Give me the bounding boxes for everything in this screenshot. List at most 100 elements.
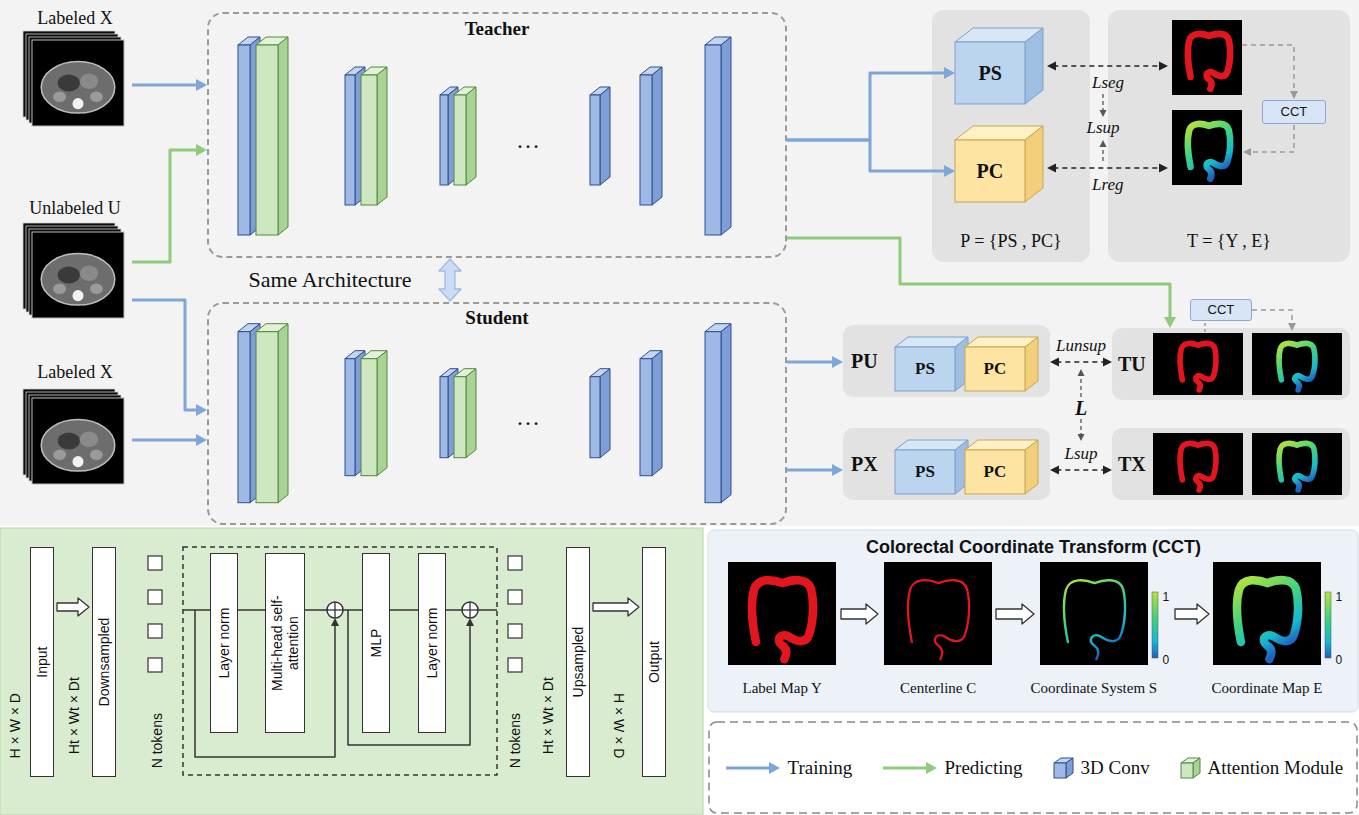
block-arrow: [996, 604, 1034, 624]
legend-block: [1181, 758, 1200, 778]
connector: [57, 598, 89, 616]
dashed-line: [1204, 322, 1206, 332]
block-side: [1066, 758, 1073, 778]
block-side: [1025, 337, 1038, 391]
connector-line: [132, 150, 199, 262]
label-map: [1180, 443, 1216, 490]
block-arrow: [439, 259, 461, 301]
arrow-head: [944, 67, 955, 79]
node-text: Layer norm: [216, 560, 232, 726]
block-side: [1193, 758, 1200, 778]
colon-path: [1237, 580, 1298, 659]
conv-block: [705, 37, 731, 235]
target-panel-fill: [1108, 10, 1350, 262]
block-front: [256, 332, 278, 503]
node-text: PS: [979, 62, 1002, 85]
legend-text: Predicting: [945, 758, 1023, 779]
colon-path: [1279, 443, 1315, 490]
block-front: [238, 332, 250, 503]
transform-image: [1040, 562, 1148, 665]
coordinate-cube: [965, 337, 1038, 391]
coordinate-image: [1172, 110, 1242, 185]
label: Lreg: [1092, 176, 1124, 195]
cube: PC: [965, 450, 1025, 494]
token: [148, 556, 162, 570]
label: …: [516, 127, 540, 153]
connector-line: [1080, 374, 1081, 397]
colorbar: [1325, 592, 1331, 658]
top-ground: [0, 0, 1359, 526]
cube: PS: [895, 450, 955, 494]
block-side: [1025, 28, 1043, 104]
token: [508, 556, 522, 570]
process-box: Output: [642, 547, 666, 777]
node-text: Labeled X: [18, 8, 132, 29]
network-box: Student: [207, 302, 787, 525]
node-text: Labeled X: [18, 362, 132, 383]
ct-stack: [23, 389, 124, 484]
process-box: Layer norm: [210, 553, 238, 733]
arrow-head: [1290, 91, 1298, 99]
block-front: [590, 377, 600, 458]
sum-node: [327, 602, 343, 618]
organ: [80, 266, 98, 281]
connector-line: [132, 439, 199, 442]
connector: [787, 67, 955, 140]
network-box: Teacher: [207, 12, 787, 258]
flow-line: [446, 609, 462, 611]
label: 1: [1163, 591, 1170, 604]
token: [148, 590, 162, 604]
prediction-panel: P = {PS , PC}PSPC: [932, 10, 1090, 262]
connector-line: [1053, 167, 1161, 169]
block-side: [278, 37, 288, 235]
block-side: [466, 369, 476, 458]
transform-image: [884, 562, 992, 665]
segmentation-cube: [895, 440, 968, 494]
cube: PC: [965, 347, 1025, 391]
legend-text: 3D Conv: [1081, 758, 1150, 779]
block-front: [640, 75, 652, 205]
attention-panel: [0, 528, 703, 815]
arrow-head: [1103, 466, 1112, 475]
organ: [80, 74, 98, 89]
node-text: PS: [915, 462, 935, 482]
label: N tokens: [507, 713, 522, 768]
token: [508, 658, 522, 672]
label-map: [752, 580, 813, 659]
node-text: Layer norm: [424, 560, 440, 726]
organ: [90, 450, 103, 460]
legend-sample: [724, 756, 782, 780]
block-side: [721, 324, 731, 503]
arrow-head: [1050, 466, 1059, 475]
node-text: CCT: [1281, 105, 1308, 120]
cube: PS: [895, 347, 955, 391]
block-side: [600, 87, 610, 185]
arrow-head: [1078, 369, 1085, 376]
connector-line: [1053, 65, 1161, 67]
conv-block: [590, 369, 610, 458]
arrow-head: [1159, 164, 1168, 173]
token: [148, 658, 162, 672]
legend-block: [1054, 758, 1073, 778]
label: 0: [1163, 654, 1170, 667]
block-front: [345, 359, 355, 476]
node-text: PC: [984, 359, 1007, 379]
connector: [593, 598, 639, 616]
arrow-head: [926, 762, 937, 774]
node-text: PU: [851, 350, 878, 373]
organ: [90, 92, 103, 102]
colon-path: [1180, 443, 1216, 490]
prediction-panel: PXPSPC: [843, 428, 1050, 500]
connector: [390, 610, 418, 611]
coordinate-image: [1252, 333, 1342, 395]
arrow-head: [196, 144, 207, 156]
transformer-block: [183, 547, 497, 775]
block-arrow: [841, 604, 878, 624]
body: [41, 420, 115, 472]
body: [41, 253, 115, 305]
node-text: PS: [915, 359, 935, 379]
input-image: Unlabeled U: [18, 198, 132, 322]
block-arrow: [593, 598, 639, 616]
legend-box: [709, 722, 1357, 813]
centerline: [908, 580, 969, 659]
